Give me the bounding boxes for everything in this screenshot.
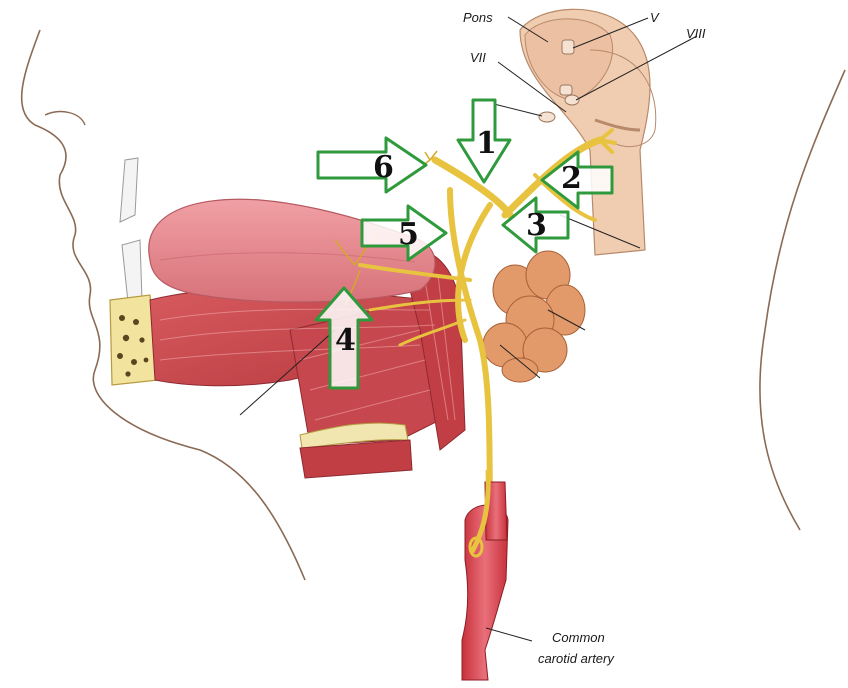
marker-4: 4 xyxy=(335,323,356,358)
label-carotid-line1: Common xyxy=(552,630,605,645)
marker-6: 6 xyxy=(373,150,394,185)
label-viii: VIII xyxy=(686,26,706,41)
label-pons: Pons xyxy=(463,10,493,25)
marker-1: 1 xyxy=(476,126,497,161)
arrow-6 xyxy=(318,138,426,192)
neck-back-outline xyxy=(760,70,845,530)
upper-incisor xyxy=(120,158,138,222)
submandibular-gland xyxy=(483,251,585,382)
lower-incisor xyxy=(122,240,142,302)
marker-5: 5 xyxy=(398,217,419,252)
nostril-outline xyxy=(45,112,85,125)
label-carotid-line2: carotid artery xyxy=(538,651,615,666)
marker-2: 2 xyxy=(561,161,582,196)
tongue xyxy=(149,199,435,302)
label-vii: VII xyxy=(470,50,486,65)
marker-3: 3 xyxy=(526,208,547,243)
label-v: V xyxy=(650,10,660,25)
